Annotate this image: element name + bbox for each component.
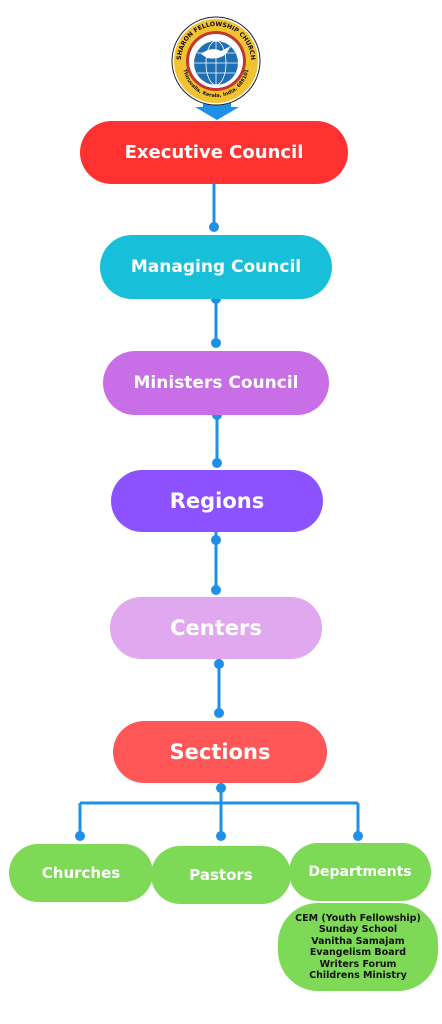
centers-label: Centers — [170, 616, 262, 640]
connector-dot — [211, 535, 221, 545]
department-item: Vanitha Samajam — [311, 935, 405, 947]
ministers-council-node: Ministers Council — [103, 351, 329, 415]
pastors-node: Pastors — [151, 846, 291, 904]
connector-dot — [216, 831, 226, 841]
connector-dot — [211, 338, 221, 348]
centers-node: Centers — [110, 597, 322, 659]
department-item: Evangelism Board — [309, 947, 407, 958]
department-item: Sunday School — [318, 924, 398, 935]
sections-node: Sections — [113, 721, 327, 783]
church-logo: SHARON FELLOWSHIP CHURCH Thiruvalla, Ker… — [171, 16, 261, 106]
department-item: Childrens Ministry — [309, 970, 407, 981]
departments-label: Departments — [308, 864, 412, 880]
churches-label: Churches — [41, 864, 121, 882]
connector-dot — [214, 708, 224, 718]
connector-dot — [75, 831, 85, 841]
churches-node: Churches — [9, 844, 153, 902]
pastors-label: Pastors — [189, 866, 253, 884]
department-item: CEM (Youth Fellowship) — [295, 912, 421, 924]
departments-list: CEM (Youth Fellowship) Sunday School Van… — [278, 903, 438, 991]
sections-label: Sections — [169, 740, 271, 764]
executive-council-node: Executive Council — [80, 121, 348, 184]
regions-node: Regions — [111, 470, 323, 532]
connector-dot — [211, 585, 221, 595]
departments-node: Departments — [289, 843, 431, 901]
regions-label: Regions — [169, 489, 265, 513]
connector-dot — [209, 222, 219, 232]
executive-council-label: Executive Council — [124, 142, 304, 163]
connector-dot — [216, 783, 226, 793]
dove-icon — [201, 46, 231, 59]
ministers-council-label: Ministers Council — [133, 373, 299, 393]
connector-dot — [212, 458, 222, 468]
managing-council-label: Managing Council — [130, 257, 302, 277]
connector-dot — [214, 659, 224, 669]
department-item: Writers Forum — [319, 958, 397, 970]
arrow-down-icon — [195, 100, 239, 120]
connector-dot — [353, 831, 363, 841]
managing-council-node: Managing Council — [100, 235, 332, 299]
